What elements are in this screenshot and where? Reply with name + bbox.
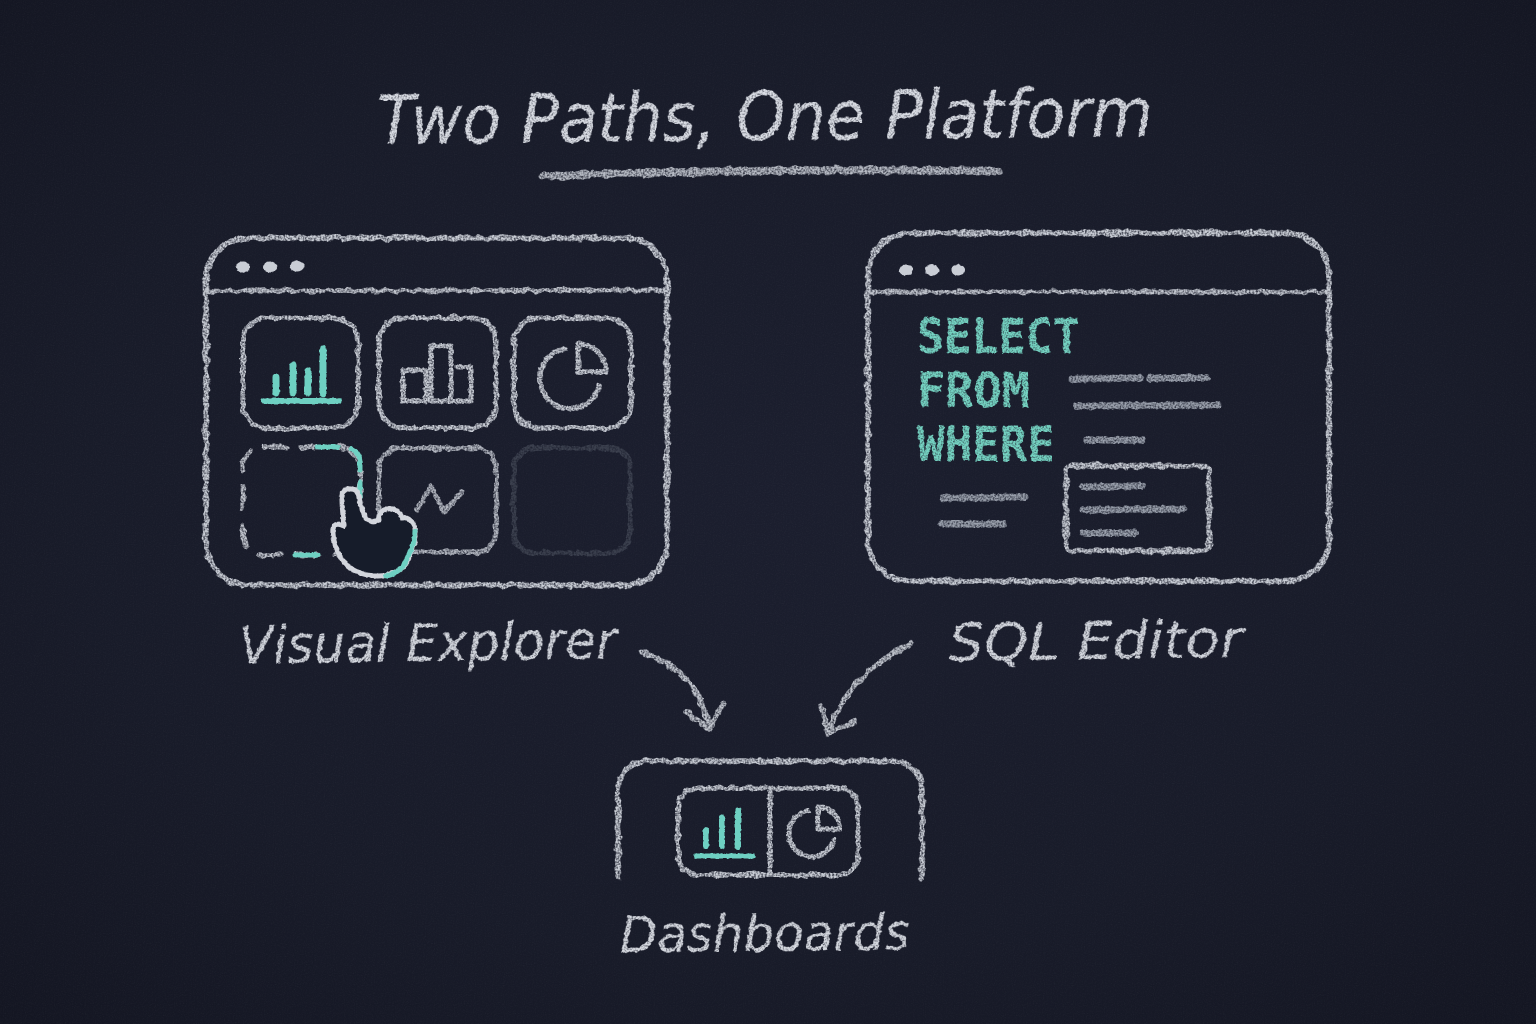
window-controls (236, 260, 304, 273)
result-box (1063, 463, 1212, 554)
headline-title: Two Paths, One Platform (376, 74, 1153, 161)
result-box-lines (1079, 482, 1187, 537)
pie-chart-icon (537, 341, 609, 412)
result-line (1079, 505, 1187, 514)
column-chart-shape (400, 367, 429, 404)
sql-editor-window: SELECT FROM WHERE (865, 230, 1332, 584)
column-chart-shape (448, 364, 474, 404)
mini-pie-shape (786, 808, 837, 860)
column-chart-icon (400, 343, 474, 404)
tile-pie-chart (511, 315, 634, 431)
window-dot (925, 264, 939, 276)
arrow-sql-editor-to-dashboards (818, 641, 914, 736)
titlebar-divider (205, 287, 668, 294)
arrow-shaft (825, 641, 914, 734)
pie-chart-shape (575, 341, 609, 375)
code-placeholder-lines (937, 374, 1222, 528)
pie-chart-shape (537, 346, 602, 412)
tile-line-chart (376, 445, 499, 555)
mini-bar-chart-icon (693, 807, 756, 859)
sql-keyword-from: FROM (917, 363, 1030, 419)
sql-editor-label: SQL Editor (948, 610, 1247, 674)
arrow-head (818, 702, 858, 736)
flow-arrows (639, 641, 914, 736)
visual-explorer-window (203, 235, 670, 588)
window-frame (203, 235, 670, 588)
tile-selection-accent (292, 444, 363, 558)
tile-column-chart (376, 315, 499, 431)
code-line (1073, 401, 1222, 410)
window-dot (290, 260, 304, 272)
window-dot (899, 264, 913, 276)
headline: Two Paths, One Platform (376, 74, 1153, 180)
sql-keywords: SELECT FROM WHERE (917, 309, 1080, 473)
code-line (939, 493, 1029, 502)
window-frame (865, 230, 1332, 584)
bar-chart-icon (261, 345, 342, 404)
window-dot (236, 261, 250, 273)
window-dot (263, 261, 277, 273)
selection-accent-dash (348, 446, 363, 473)
sql-keyword-select: SELECT (917, 309, 1080, 365)
mini-pie-chart-icon (786, 804, 843, 860)
result-line (1079, 482, 1146, 491)
sql-keyword-where: WHERE (917, 417, 1055, 473)
dashboards-card (615, 758, 925, 880)
hand-cursor-accent (383, 528, 418, 579)
window-controls (899, 264, 965, 276)
dashboard-widget (675, 785, 861, 878)
hand-pointer-cursor (330, 486, 418, 579)
arrow-visual-explorer-to-dashboards (639, 649, 726, 732)
code-line (1068, 374, 1144, 383)
tile-bar-chart (240, 315, 361, 431)
tile-empty-faded (511, 445, 633, 556)
column-chart-shape (428, 343, 454, 404)
dashboards-label: Dashboards (620, 904, 910, 965)
window-dot (951, 264, 965, 276)
arrow-head (683, 701, 726, 732)
headline-underline (539, 166, 1002, 180)
line-chart-icon (414, 483, 465, 515)
mini-pie-shape (815, 804, 843, 832)
arrow-shaft (639, 649, 711, 730)
visual-explorer-label: Visual Explorer (238, 611, 620, 676)
card-outline (615, 758, 925, 880)
